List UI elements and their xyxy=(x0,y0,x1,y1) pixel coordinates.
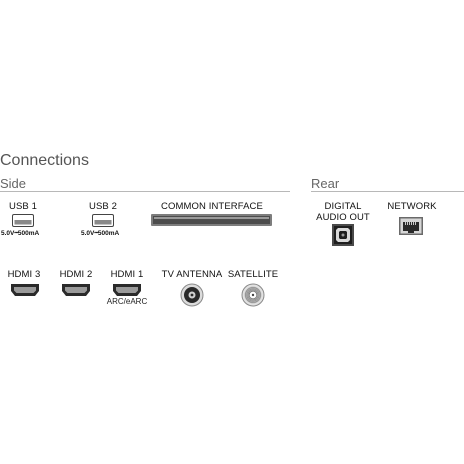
section-rear-label: Rear xyxy=(311,176,340,191)
hdmi3-label: HDMI 3 xyxy=(7,269,41,280)
satellite-label: SATELLITE xyxy=(227,269,279,280)
section-side-label: Side xyxy=(0,176,27,191)
usb1-label: USB 1 xyxy=(9,201,37,212)
usb-port-icon xyxy=(92,214,114,227)
digital-audio-label-line1: DIGITAL xyxy=(324,201,362,212)
usb2-power-rating: 5.0V⎓500mA xyxy=(81,230,120,237)
usb2-label: USB 2 xyxy=(89,201,117,212)
page-title: Connections xyxy=(0,152,89,169)
hdmi2-label: HDMI 2 xyxy=(59,269,93,280)
hdmi-port-icon xyxy=(112,283,142,297)
ethernet-port-icon xyxy=(399,217,423,235)
ci-slot-icon xyxy=(151,214,272,226)
rear-divider xyxy=(311,191,464,192)
coax-antenna-icon xyxy=(180,283,204,307)
common-interface-label: COMMON INTERFACE xyxy=(161,201,263,212)
usb-port-icon xyxy=(12,214,34,227)
tv-antenna-label: TV ANTENNA xyxy=(161,269,223,280)
hdmi-port-icon xyxy=(10,283,40,297)
hdmi-port-icon xyxy=(61,283,91,297)
network-label: NETWORK xyxy=(387,201,437,212)
optical-audio-icon xyxy=(332,224,354,246)
satellite-f-connector-icon xyxy=(241,283,265,307)
side-divider xyxy=(0,191,290,192)
usb1-power-rating: 5.0V⎓500mA xyxy=(1,230,40,237)
digital-audio-label-line2: AUDIO OUT xyxy=(316,212,370,223)
hdmi1-label: HDMI 1 xyxy=(110,269,144,280)
hdmi1-arc-label: ARC/eARC xyxy=(106,297,148,306)
